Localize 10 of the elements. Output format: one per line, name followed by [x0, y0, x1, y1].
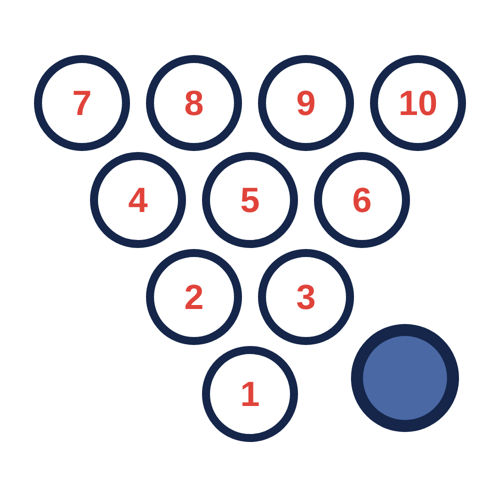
pin-number: 10 [398, 86, 438, 120]
pin-number: 6 [352, 182, 372, 218]
pin-number: 8 [184, 86, 204, 120]
pin-number: 4 [128, 182, 148, 218]
pin-number: 3 [296, 280, 316, 314]
pin-number: 7 [72, 86, 92, 120]
pin-number: 1 [240, 376, 260, 412]
pin-number: 5 [240, 182, 260, 218]
pin-number: 2 [184, 280, 204, 314]
pin-number: 9 [296, 86, 316, 120]
